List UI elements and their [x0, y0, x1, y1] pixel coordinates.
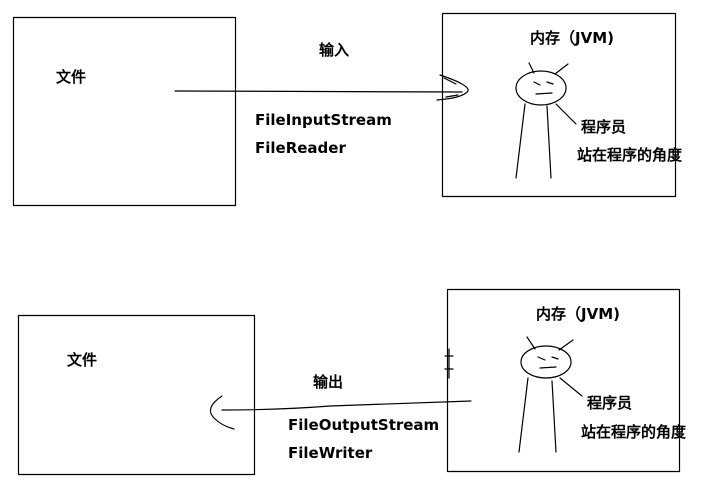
bottom-memory-box: [446, 288, 681, 473]
output-direction-label: 输出: [313, 373, 344, 391]
bottom-file-label: 文件: [67, 351, 98, 369]
top-file-box: [12, 16, 237, 207]
top-programmer-figure-icon: [515, 62, 577, 179]
bottom-memory-label: 内存（JVM): [536, 305, 620, 323]
top-perspective-label: 站在程序的角度: [577, 146, 683, 164]
input-arrow: [174, 74, 469, 101]
file-output-stream-label: FileOutputStream: [288, 416, 440, 434]
bottom-perspective-label: 站在程序的角度: [581, 423, 687, 441]
top-memory-box: [441, 12, 677, 198]
top-memory-label: 内存（JVM): [530, 29, 614, 47]
output-arrow: [209, 348, 472, 430]
file-input-stream-label: FileInputStream: [255, 111, 392, 129]
input-direction-label: 输入: [319, 41, 350, 59]
top-programmer-label: 程序员: [581, 118, 627, 136]
file-writer-label: FileWriter: [288, 444, 373, 462]
bottom-programmer-figure-icon: [518, 336, 583, 453]
file-reader-label: FileReader: [255, 139, 346, 157]
bottom-programmer-label: 程序员: [587, 394, 633, 412]
top-file-label: 文件: [56, 68, 87, 86]
bottom-file-box: [17, 314, 256, 476]
